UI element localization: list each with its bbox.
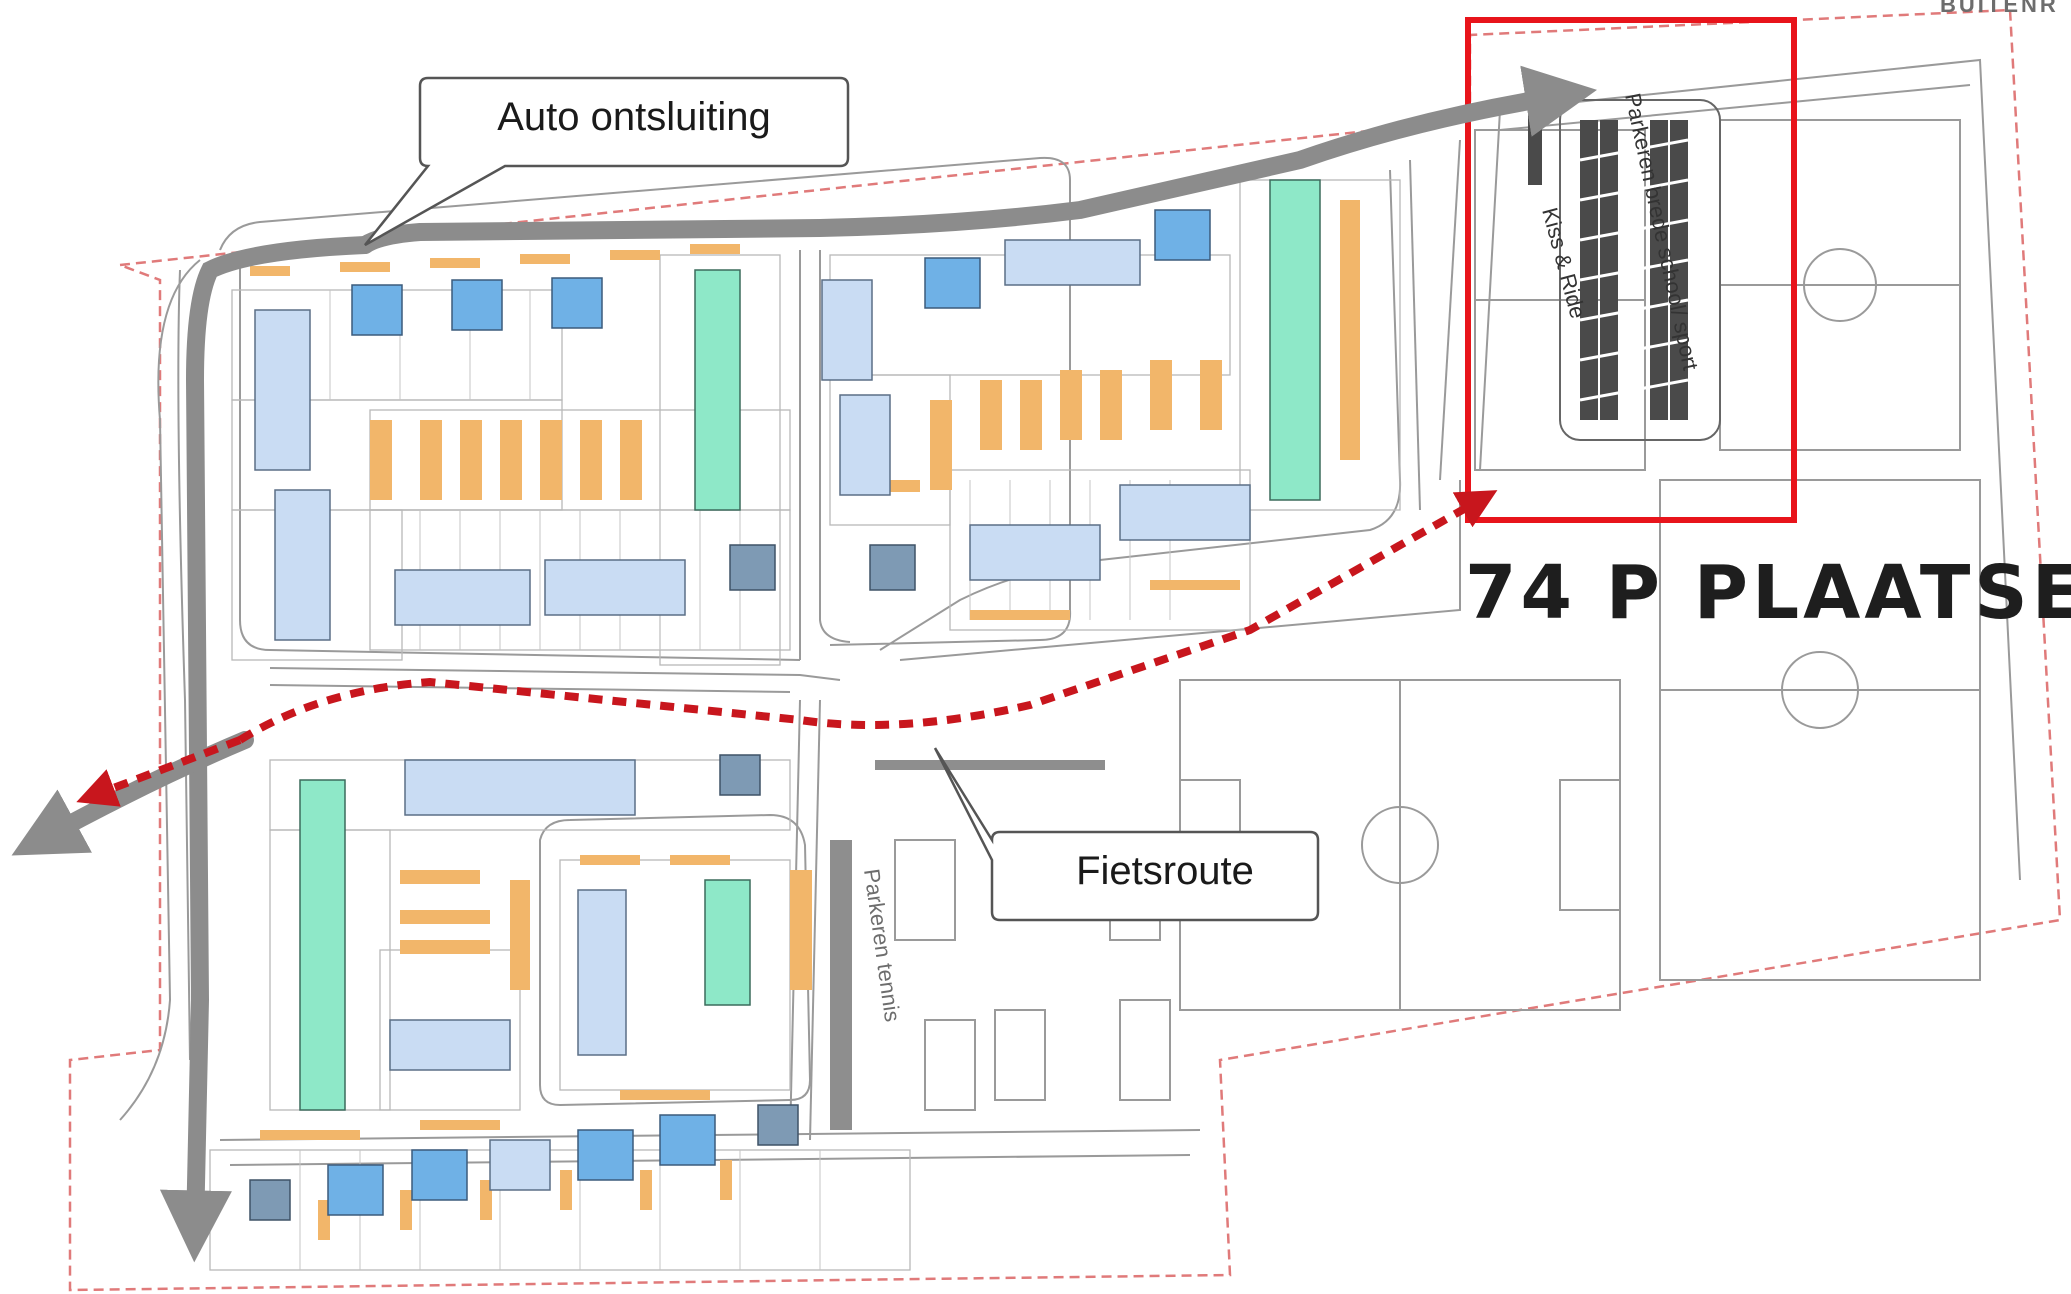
bike-route bbox=[76, 490, 1498, 807]
parking-areas bbox=[250, 200, 1360, 1240]
callout-bike-route: Fietsroute bbox=[933, 747, 1320, 922]
corner-text: BUITENR bbox=[1940, 0, 2059, 17]
parking-count-label: 74 P PLAATSEN bbox=[1465, 550, 2071, 636]
bike-route-label: Fietsroute bbox=[1076, 849, 1254, 893]
school-parking-lot bbox=[1528, 99, 1721, 441]
car-route bbox=[11, 65, 1597, 1263]
plan-boundary bbox=[68, 8, 2062, 1292]
callout-auto-route: Auto ontsluiting bbox=[364, 76, 850, 247]
dwellings bbox=[249, 179, 1321, 1221]
tennis-parking-label: Parkeren tennis bbox=[859, 867, 905, 1023]
auto-route-label: Auto ontsluiting bbox=[497, 95, 771, 139]
parking-highlight-frame bbox=[1465, 17, 1797, 523]
